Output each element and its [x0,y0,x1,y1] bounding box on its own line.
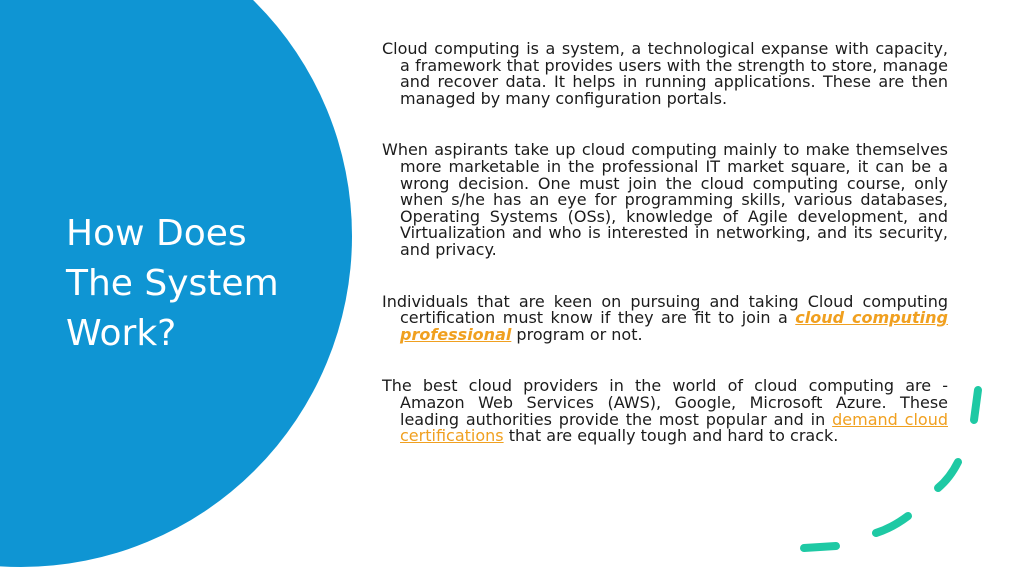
cloud-computing-professional-link[interactable]: cloud computing professional [400,308,949,344]
title-line-2: The System [66,263,279,304]
title-line-1: How Does [66,213,247,254]
paragraph-4-before: The best cloud providers in the world of… [382,376,948,429]
paragraph-providers: The best cloud providers in the world of… [382,376,948,446]
paragraph-4-after: that are equally tough and hard to crack… [503,426,839,446]
title-line-3: Work? [66,313,177,354]
deco-dash-1 [970,386,982,424]
paragraph-3-before: Individuals that are keen on pursuing an… [382,291,948,328]
paragraph-1-text: Cloud computing is a system, a technolog… [382,39,948,108]
paragraph-certification: Individuals that are keen on pursuing an… [382,291,949,344]
paragraph-2-text: When aspirants take up cloud computing m… [382,140,948,259]
deco-dash-3 [872,512,912,537]
demand-cloud-certifications-link[interactable]: demand cloud certifications [400,409,948,446]
slide-title: How Does The System Work? [66,209,336,359]
paragraph-aspirants: When aspirants take up cloud computing m… [382,142,948,258]
body-text: Cloud computing is a system, a technolog… [382,39,949,446]
paragraph-3-after: program or not. [511,324,643,344]
deco-dash-2 [934,458,962,492]
paragraph-cloud-definition: Cloud computing is a system, a technolog… [382,39,948,108]
dashed-arc-decoration-icon [800,386,982,552]
deco-dash-4 [800,542,840,552]
